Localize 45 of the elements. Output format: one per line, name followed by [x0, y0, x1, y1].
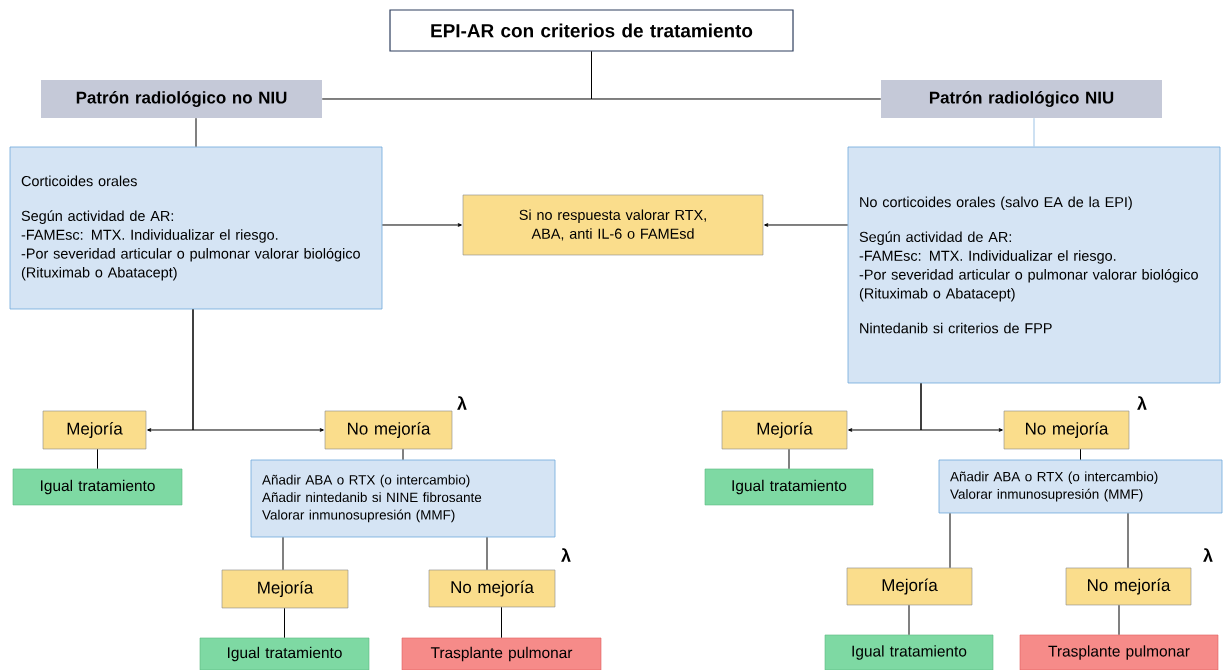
connector-line — [949, 512, 951, 569]
connector-line — [195, 117, 197, 148]
connector-line — [381, 223, 462, 227]
connector-line — [920, 382, 1003, 432]
outcome-box: Mejoría — [846, 567, 973, 606]
result-box: Igual tratamiento — [824, 634, 994, 670]
connector-line — [1127, 512, 1129, 569]
greek-letter-label: λ — [1203, 548, 1213, 562]
treatment-box: Añadir ABA o RTX (o intercambio) Valorar inmunosupresión (MMF) — [938, 459, 1223, 514]
connector-line — [1033, 117, 1035, 148]
title-box: EPI-AR con criterios de tratamiento — [389, 9, 794, 52]
outcome-box: Mejoría — [42, 410, 147, 450]
result-box: Igual tratamiento — [12, 468, 183, 506]
outcome-box: No mejoría — [324, 410, 453, 450]
treatment-box: Añadir ABA o RTX (o intercambio) Añadir nintedanib si NINE fibrosante Valorar inmunosupresión (MMF) — [250, 459, 556, 538]
result-box: Igual tratamiento — [199, 637, 370, 670]
header-bar: Patrón radiológico NIU — [881, 80, 1162, 118]
result-box: Trasplante pulmonar — [401, 637, 602, 670]
connector-line — [284, 607, 285, 639]
result-box: Igual tratamiento — [704, 468, 874, 506]
connector-line — [788, 448, 790, 470]
result-box: Trasplante pulmonar — [1019, 634, 1219, 670]
connector-line — [1080, 448, 1081, 461]
connector-line — [97, 448, 98, 470]
greek-letter-label: λ — [457, 396, 467, 410]
outcome-box: No mejoría — [428, 569, 556, 608]
connector-line — [402, 448, 404, 461]
greek-letter-label: λ — [1137, 396, 1147, 410]
outcome-box: No mejoría — [1065, 567, 1192, 606]
outcome-box: Mejoría — [721, 410, 848, 450]
connector-line — [192, 308, 324, 432]
outcome-box: No mejoría — [1003, 410, 1130, 450]
connector-line — [501, 606, 502, 639]
header-bar: Patrón radiológico no NIU — [41, 80, 322, 118]
connector-line — [591, 51, 882, 100]
outcome-box: Mejoría — [221, 569, 349, 609]
connector-line — [486, 536, 488, 571]
connector-line — [908, 604, 910, 636]
connector-line — [764, 223, 849, 227]
treatment-box: No corticoides orales (salvo EA de la EPI) Según actividad de AR: -FAMEsc: MTX. Individualizar el riesgo. -Por severidad articular o pulmonar valorar biológico (Rituximab o Abatacept) Nintedanib si criterios de FPP — [847, 146, 1221, 384]
greek-letter-label: λ — [561, 548, 571, 562]
connector-line — [1118, 604, 1120, 636]
connector-line — [282, 536, 284, 571]
treatment-box: Corticoides orales Según actividad de AR: -FAMEsc: MTX. Individualizar el riesgo. -Por severidad articular o pulmonar valorar biológico (Rituximab o Abatacept) — [9, 146, 383, 310]
outcome-box: Si no respuesta valorar RTX, ABA, anti IL-6 o FAMEsd — [462, 194, 764, 256]
